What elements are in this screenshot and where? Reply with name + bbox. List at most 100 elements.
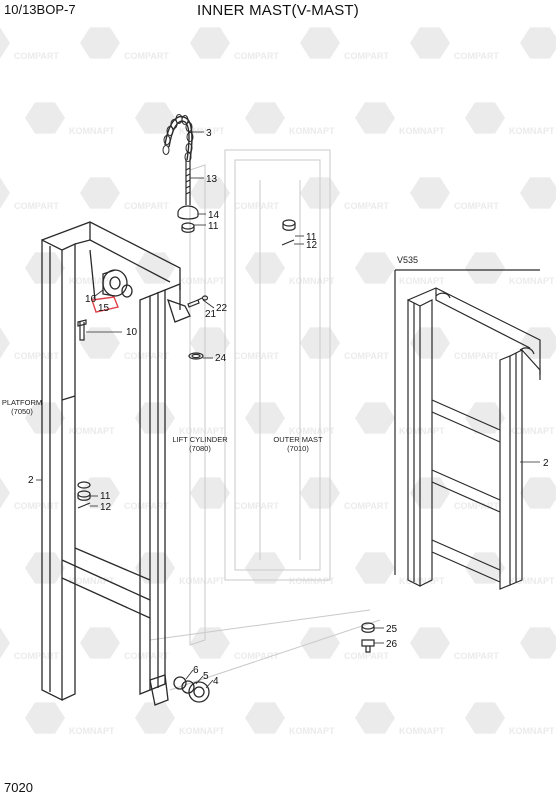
- watermark-hex: [190, 177, 230, 209]
- watermark-text: KOMNAPT: [289, 426, 335, 436]
- callout-21: 21: [205, 309, 217, 320]
- chain-link: [162, 145, 170, 155]
- watermark-hex: [135, 102, 175, 134]
- watermark-hex: [25, 552, 65, 584]
- watermark-text: KOMNAPT: [69, 426, 115, 436]
- watermark-text: KOMNAPT: [399, 576, 445, 586]
- watermark-hex: [80, 327, 120, 359]
- chain-link: [163, 135, 171, 145]
- watermark-text: COMPART: [124, 651, 169, 661]
- label-outer-mast: OUTER MAST: [273, 435, 323, 444]
- v535-inset: [394, 269, 541, 590]
- callout-15-highlight: [91, 296, 119, 313]
- roller-assembly: [102, 269, 133, 298]
- callout-numbers: 3 13 14 11 11 12 16 15 10 22 21 24 11 12…: [28, 128, 549, 687]
- watermark-hex: [135, 552, 175, 584]
- callout-11b: 11: [306, 232, 317, 243]
- callout-4: 4: [213, 676, 219, 687]
- pin: [77, 319, 87, 341]
- page-number: 7020: [4, 780, 33, 795]
- callout-10: 10: [126, 327, 138, 338]
- watermark-text: KOMNAPT: [69, 276, 115, 286]
- watermark-hex: [0, 177, 10, 209]
- callout-15: 15: [98, 303, 110, 314]
- watermark-text: COMPART: [14, 501, 59, 511]
- page-title: INNER MAST(V-MAST): [197, 2, 359, 19]
- label-lift-cylinder: LIFT CYLINDER: [172, 435, 228, 444]
- watermark-text: KOMNAPT: [399, 276, 445, 286]
- watermark-hex: [0, 27, 10, 59]
- label-outer-mast-code: (7010): [287, 444, 309, 453]
- nut-and-pin-upper: [281, 219, 296, 246]
- watermark-hex: [135, 702, 175, 734]
- watermark-hex: [355, 702, 395, 734]
- watermark-hex: [520, 177, 556, 209]
- callout-14: 14: [208, 210, 220, 221]
- watermark-hex: [245, 402, 285, 434]
- chain-link: [166, 126, 174, 136]
- chain-link: [186, 132, 194, 142]
- watermark-hex: [410, 627, 450, 659]
- watermark-text: COMPART: [124, 51, 169, 61]
- watermark-text: COMPART: [344, 501, 389, 511]
- watermark-hex: [465, 402, 505, 434]
- background-outer-mast: [149, 149, 381, 691]
- callout-11a: 11: [208, 221, 219, 232]
- watermark-text: COMPART: [344, 201, 389, 211]
- watermark-hex: [80, 27, 120, 59]
- watermark-hex: [190, 327, 230, 359]
- callout-12a: 12: [306, 240, 318, 251]
- watermark-hex: [465, 102, 505, 134]
- watermark-hex: [355, 552, 395, 584]
- watermark-hex: [0, 627, 10, 659]
- watermark-text: KOMNAPT: [69, 576, 115, 586]
- watermark-text: KOMNAPT: [509, 576, 555, 586]
- watermark-text: KOMNAPT: [69, 726, 115, 736]
- watermark-text: KOMNAPT: [69, 126, 115, 136]
- watermark-hex: [190, 477, 230, 509]
- watermark-text: KOMNAPT: [289, 726, 335, 736]
- callout-3: 3: [206, 128, 212, 139]
- watermark-hex: [355, 252, 395, 284]
- callout-11c: 11: [100, 491, 111, 502]
- callout-6: 6: [193, 665, 199, 676]
- watermark-hex: [0, 327, 10, 359]
- inner-mast-left: [41, 221, 191, 706]
- watermark-hex: [300, 627, 340, 659]
- watermark-text: COMPART: [14, 351, 59, 361]
- watermark-text: KOMNAPT: [179, 726, 225, 736]
- watermark-hex: [0, 477, 10, 509]
- watermark-text: KOMNAPT: [179, 426, 225, 436]
- callout-26: 26: [386, 639, 398, 650]
- callout-24: 24: [215, 353, 227, 364]
- watermark-text: KOMNAPT: [509, 426, 555, 436]
- watermark-text: COMPART: [454, 651, 499, 661]
- watermark-text: KOMNAPT: [399, 726, 445, 736]
- watermark-text: COMPART: [124, 201, 169, 211]
- watermark-text: COMPART: [14, 201, 59, 211]
- bottom-roller: [173, 676, 210, 703]
- watermark-hex: [25, 702, 65, 734]
- watermark-hex: [410, 27, 450, 59]
- chain-link: [181, 115, 189, 125]
- part-labels: PLATFORM (7050) LIFT CYLINDER (7080) OUT…: [2, 398, 323, 453]
- watermark-hex: [245, 702, 285, 734]
- callout-16: 16: [85, 294, 97, 305]
- watermark-hex: [80, 627, 120, 659]
- callout-12b: 12: [100, 502, 112, 513]
- watermark-hex: [465, 252, 505, 284]
- watermark-hex: [245, 102, 285, 134]
- watermark-text: KOMNAPT: [399, 126, 445, 136]
- watermark-text: COMPART: [454, 201, 499, 211]
- anchor-bolt: [177, 160, 199, 233]
- watermark-text: KOMNAPT: [289, 276, 335, 286]
- watermark-hex: [355, 402, 395, 434]
- watermark-hex: [25, 402, 65, 434]
- watermark-text: COMPART: [454, 351, 499, 361]
- watermark-text: KOMNAPT: [289, 576, 335, 586]
- chain-link: [170, 119, 178, 129]
- watermark-hex: [410, 177, 450, 209]
- watermark-hex: [190, 627, 230, 659]
